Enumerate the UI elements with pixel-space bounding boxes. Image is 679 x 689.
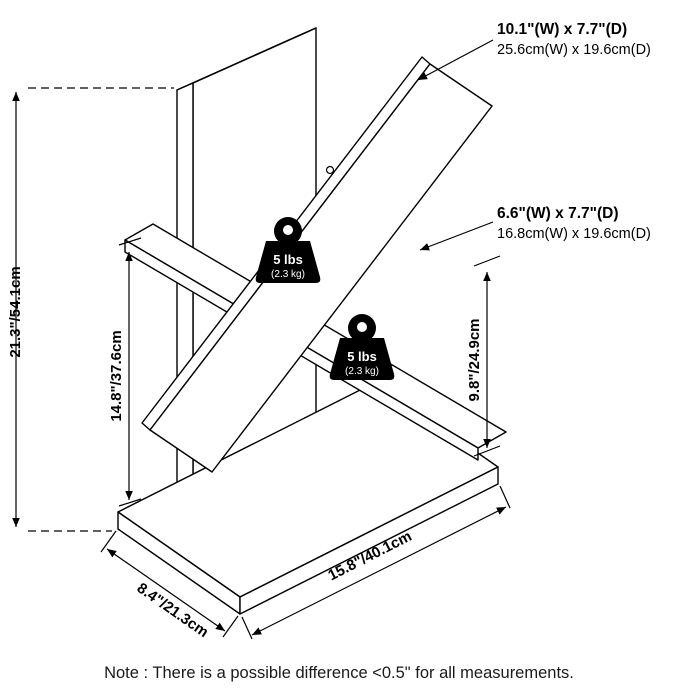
callout-bottom-shelf: 6.6"(W) x 7.7"(D) 16.8cm(W) x 19.6cm(D)	[419, 205, 651, 251]
dimension-overall-height: 21.3"/54.1cm	[7, 87, 174, 532]
shelf-left-height-label: 14.8"/37.6cm	[108, 330, 125, 421]
weight-capacity-kg: (2.3 kg)	[345, 366, 379, 377]
overall-height-label: 21.3"/54.1cm	[7, 266, 24, 357]
weight-capacity-lbs: 5 lbs	[273, 252, 303, 267]
dimension-shelf-left-height: 14.8"/37.6cm	[108, 237, 142, 507]
weight-capacity-icon: 5 lbs (2.3 kg)	[255, 217, 321, 283]
dimension-shelf-right-height: 9.8"/24.9cm	[466, 255, 501, 457]
top-shelf-size-inches: 10.1"(W) x 7.7"(D)	[497, 21, 627, 38]
weight-capacity-icon: 5 lbs (2.3 kg)	[329, 314, 395, 380]
top-shelf-size-cm: 25.6cm(W) x 19.6cm(D)	[497, 42, 651, 58]
peg-hole	[325, 165, 335, 175]
callout-top-shelf: 10.1"(W) x 7.7"(D) 25.6cm(W) x 19.6cm(D)	[417, 21, 651, 81]
weight-capacity-lbs: 5 lbs	[347, 349, 377, 364]
weight-capacity-kg: (2.3 kg)	[271, 269, 305, 280]
shelf-right-height-label: 9.8"/24.9cm	[466, 318, 483, 401]
base-depth-label: 8.4"/21.3cm	[134, 580, 212, 642]
bottom-shelf-size-cm: 16.8cm(W) x 19.6cm(D)	[497, 226, 651, 242]
measurement-note: Note : There is a possible difference <0…	[104, 664, 574, 682]
bottom-shelf-size-inches: 6.6"(W) x 7.7"(D)	[497, 205, 619, 222]
